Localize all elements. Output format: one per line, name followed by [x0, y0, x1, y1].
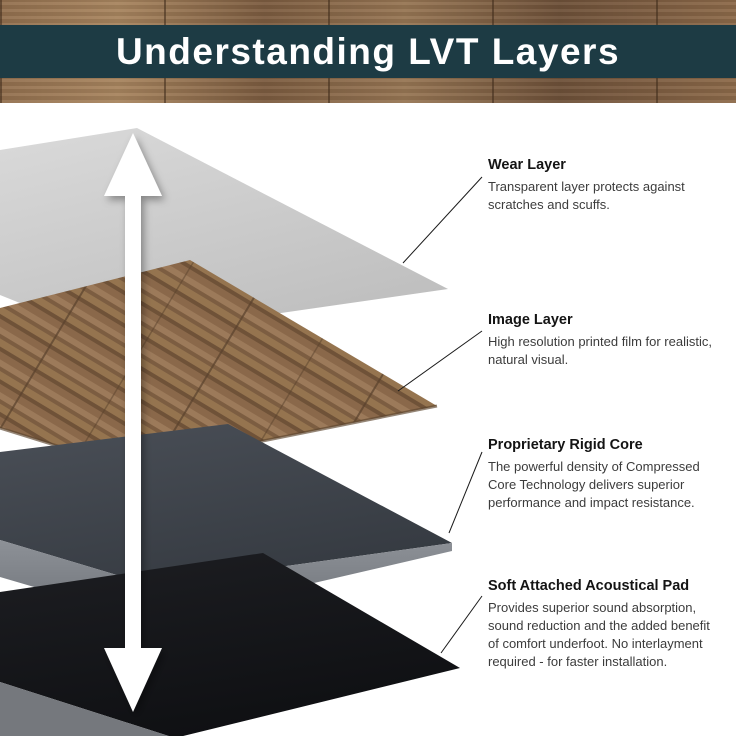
annotation-title: Soft Attached Acoustical Pad [488, 578, 690, 594]
page-title: Understanding LVT Layers [115, 30, 621, 72]
annotation-body: High resolution printed film for realist… [488, 334, 712, 367]
annotation-title: Image Layer [488, 312, 573, 328]
connector-line-image [397, 330, 483, 392]
annotation-wear-layer: Wear Layer Transparent layer protects ag… [488, 157, 720, 214]
annotation-body: Provides superior sound absorption, soun… [488, 600, 710, 669]
annotation-acoustical-pad: Soft Attached Acoustical Pad Provides su… [488, 578, 720, 671]
connector-line-wear [402, 176, 483, 264]
connector-line-pad [440, 595, 483, 654]
acoustical-pad-edge [0, 682, 169, 736]
annotation-body: The powerful density of Compressed Core … [488, 459, 700, 510]
annotation-body: Transparent layer protects against scrat… [488, 179, 685, 212]
annotation-title: Wear Layer [488, 157, 566, 173]
image-layer-surface [0, 260, 437, 468]
header-wood-band: Understanding LVT Layers [0, 0, 736, 103]
rigid-core-surface [0, 424, 452, 585]
annotation-rigid-core: Proprietary Rigid Core The powerful dens… [488, 437, 720, 512]
height-double-arrow-icon [104, 133, 162, 712]
acoustical-pad-surface [0, 553, 460, 736]
annotation-image-layer: Image Layer High resolution printed film… [488, 312, 720, 369]
title-banner: Understanding LVT Layers [0, 25, 736, 78]
annotation-title: Proprietary Rigid Core [488, 437, 643, 453]
connector-line-core [448, 451, 483, 534]
